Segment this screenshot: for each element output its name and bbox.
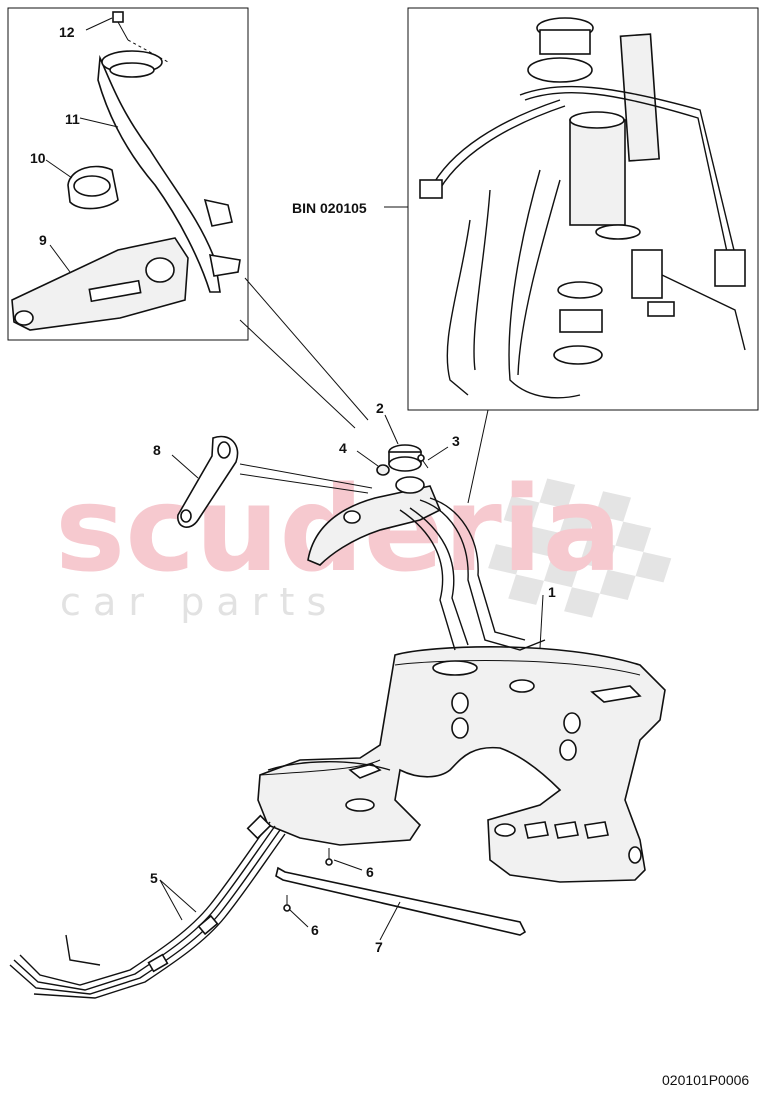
callout-9: 11	[65, 111, 80, 127]
fuel-lines-part-5	[9, 761, 391, 999]
callout-11: 8	[153, 442, 161, 458]
bolt-part-6-upper	[325, 848, 333, 866]
strap-part-7	[275, 866, 527, 936]
callout-8: 9	[39, 232, 47, 248]
cover-plate-part-8	[11, 237, 189, 331]
callout-6-upper: 6	[366, 864, 374, 880]
inset-fuel-pump-box	[407, 7, 759, 411]
inset-connector-lines	[239, 277, 489, 504]
filler-cap-part-2	[388, 444, 422, 472]
callout-2: 2	[376, 400, 384, 416]
watermark-checkered-flag	[488, 478, 672, 618]
fuel-pump-assembly	[419, 17, 746, 399]
clamp-part-12	[67, 165, 119, 210]
bolt-part-6-lower	[283, 895, 291, 912]
bracket-part-11	[177, 435, 239, 528]
nut-part-4	[376, 464, 390, 476]
callout-5: 5	[150, 870, 158, 886]
watermark-tagline: c a r p a r t s	[60, 580, 326, 624]
callout-4: 4	[339, 440, 347, 456]
screw-part-3	[417, 454, 429, 469]
filler-pipe-bracket-part-9	[97, 50, 241, 293]
filler-neck-assembly	[307, 476, 546, 651]
bin-reference-label: BIN 020105	[292, 200, 367, 216]
callout-6-lower: 6	[311, 922, 319, 938]
callout-3: 3	[452, 433, 460, 449]
callout-7: 7	[375, 939, 383, 955]
callout-1: 1	[548, 584, 556, 600]
inset-filler-neck-box	[7, 7, 249, 341]
callout-10: 12	[59, 24, 75, 40]
callout-leader-lines	[45, 17, 544, 941]
document-number: 020101P0006	[662, 1072, 749, 1088]
callout-12: 10	[30, 150, 46, 166]
bolt-part-10	[112, 11, 169, 63]
fuel-tank-part-1	[257, 646, 666, 883]
